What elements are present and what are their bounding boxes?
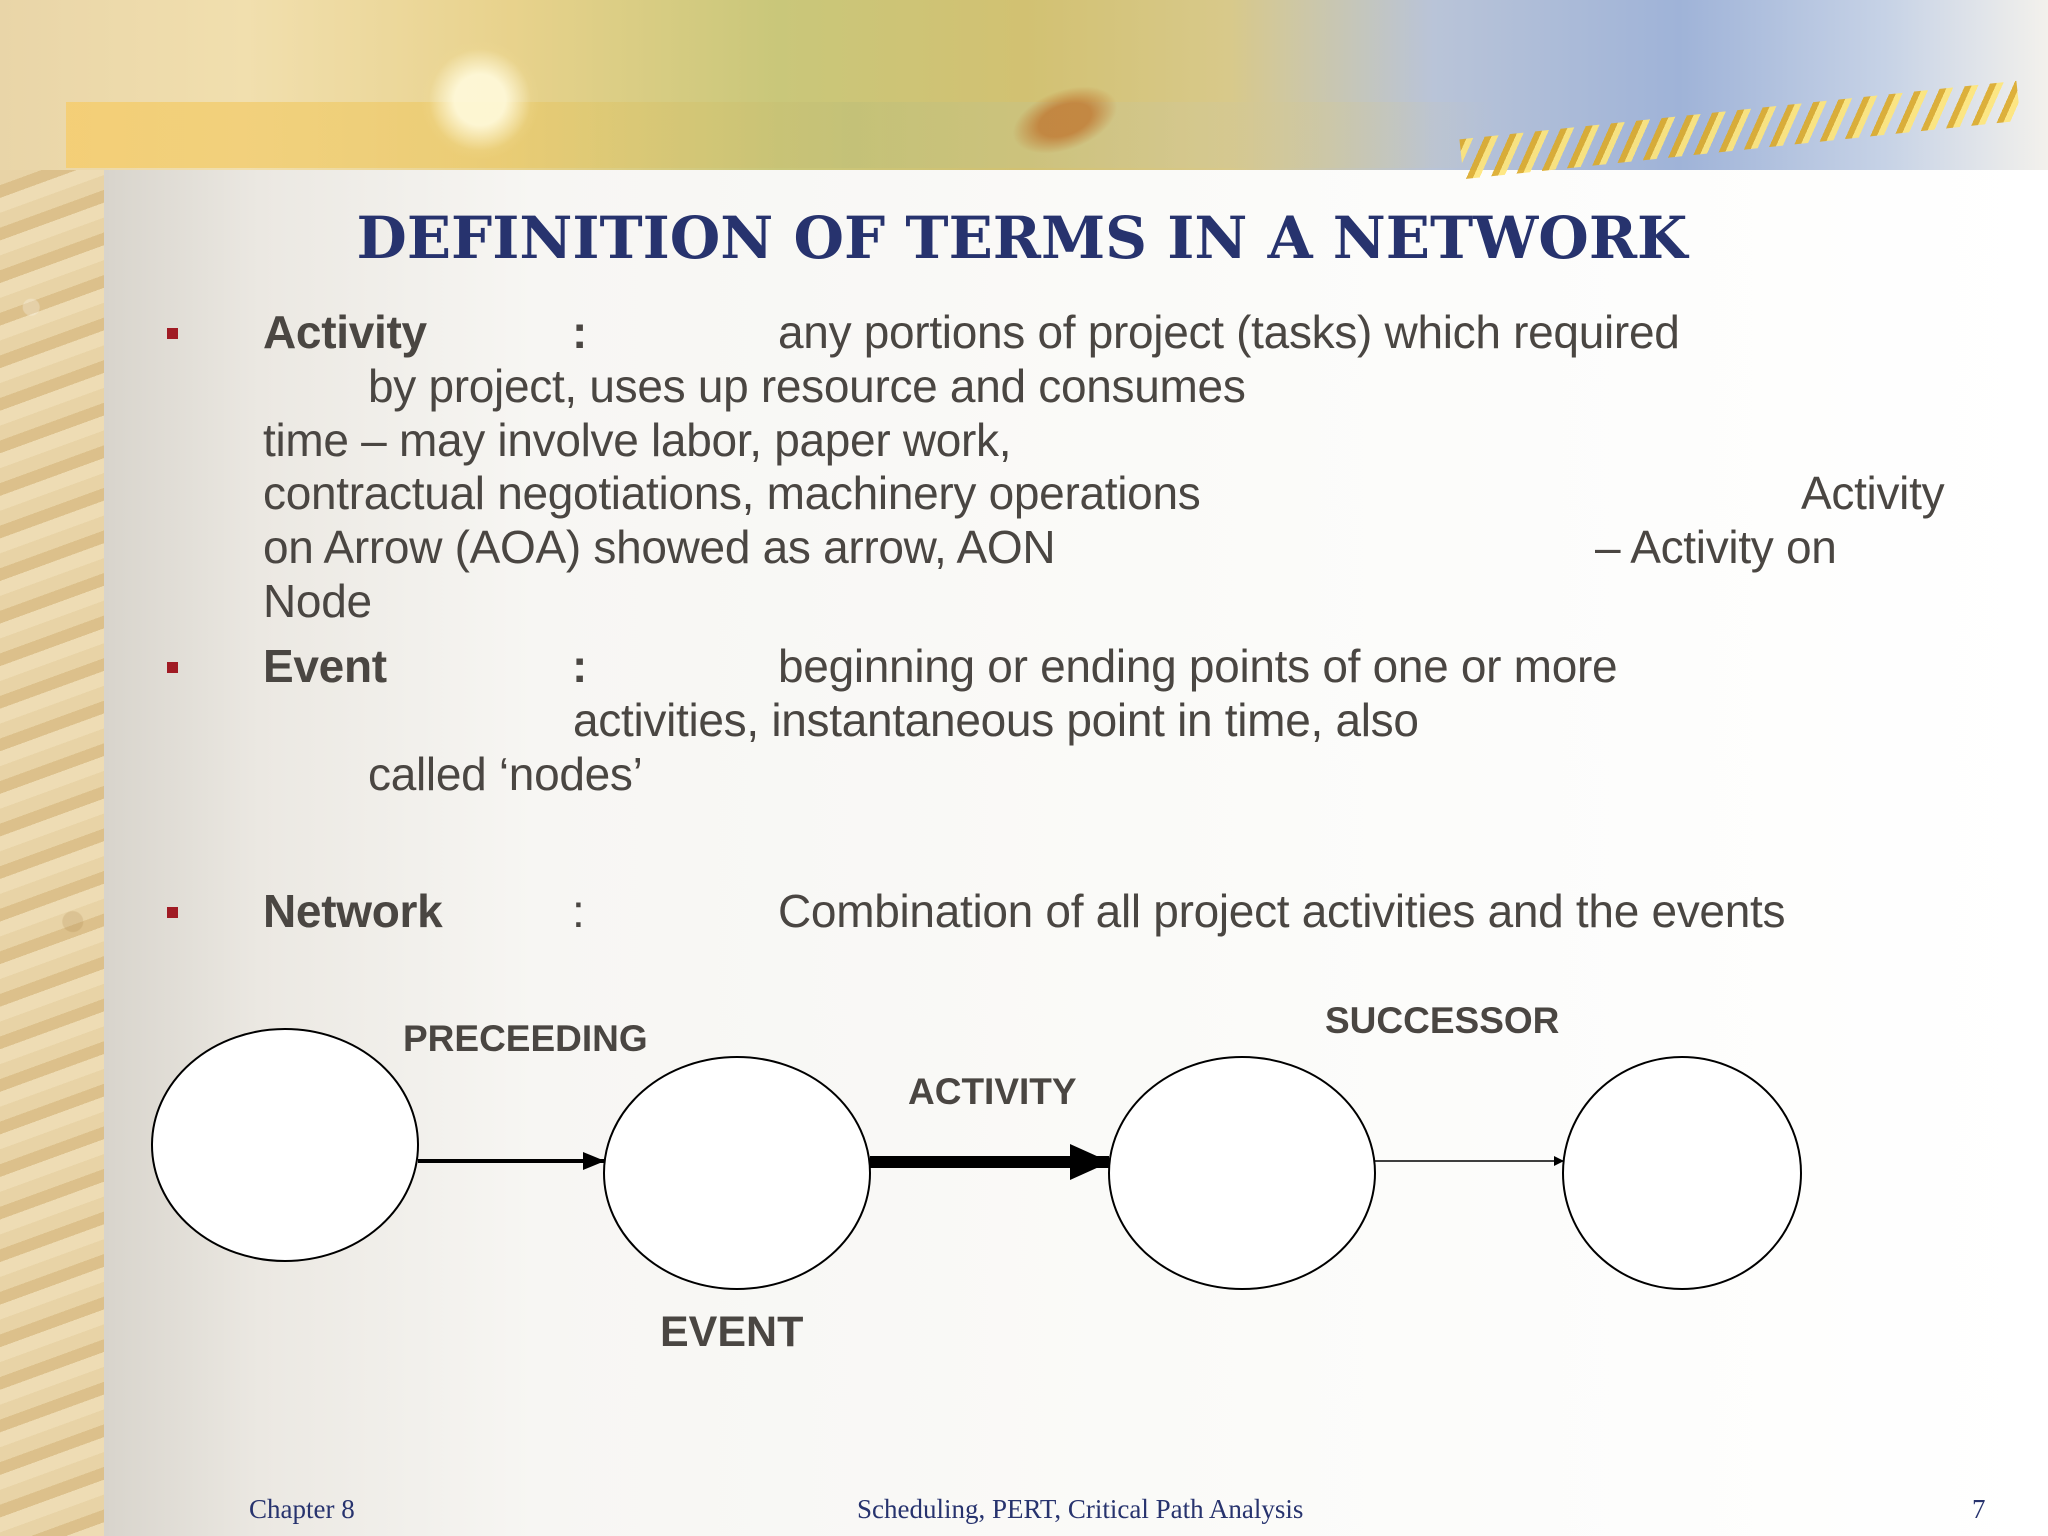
term-colon: : xyxy=(572,640,588,692)
event-node xyxy=(1108,1056,1376,1290)
event-label: EVENT xyxy=(660,1308,804,1356)
successor-label: SUCCESSOR xyxy=(1325,1000,1560,1041)
preceeding-label: PRECEEDING xyxy=(403,1018,648,1059)
bullet-icon xyxy=(167,662,178,673)
bullet-icon xyxy=(167,328,178,339)
slide-background xyxy=(104,170,2048,1536)
banner-strip xyxy=(66,102,1496,168)
definition-line: time – may involve labor, paper work, xyxy=(263,414,1012,466)
definition-line: – Activity on xyxy=(1595,521,1837,573)
definition-line: contractual negotiations, machinery oper… xyxy=(263,467,1201,519)
bullet-icon xyxy=(167,907,178,918)
term-event: Event xyxy=(263,640,387,692)
definition-line: Activity xyxy=(1801,467,1945,519)
definition-line: called ‘nodes’ xyxy=(368,748,643,800)
slide-number: 7 xyxy=(1972,1494,1986,1524)
definition-line: by project, uses up resource and consume… xyxy=(368,360,1246,412)
term-colon: : xyxy=(572,885,585,937)
term-colon: : xyxy=(572,306,588,358)
activity-label: ACTIVITY xyxy=(908,1071,1077,1112)
event-node xyxy=(151,1028,419,1262)
footer-chapter: Chapter 8 xyxy=(249,1494,355,1524)
slide-title: DEFINITION OF TERMS IN A NETWORK xyxy=(356,204,1688,272)
definition-line: on Arrow (AOA) showed as arrow, AON xyxy=(263,521,1056,573)
parchment-texture xyxy=(0,0,104,1536)
decorative-banner xyxy=(0,0,2048,180)
term-activity: Activity xyxy=(263,306,427,358)
footer-title: Scheduling, PERT, Critical Path Analysis xyxy=(857,1494,1304,1524)
event-node xyxy=(1562,1056,1802,1290)
definition-line: activities, instantaneous point in time,… xyxy=(573,694,1419,746)
term-network: Network xyxy=(263,885,443,937)
definition-line: Node xyxy=(263,575,372,627)
definition-line: Combination of all project activities an… xyxy=(778,885,1786,937)
definition-line: any portions of project (tasks) which re… xyxy=(778,306,1680,358)
definition-line: beginning or ending points of one or mor… xyxy=(778,640,1618,692)
event-node xyxy=(603,1056,871,1290)
